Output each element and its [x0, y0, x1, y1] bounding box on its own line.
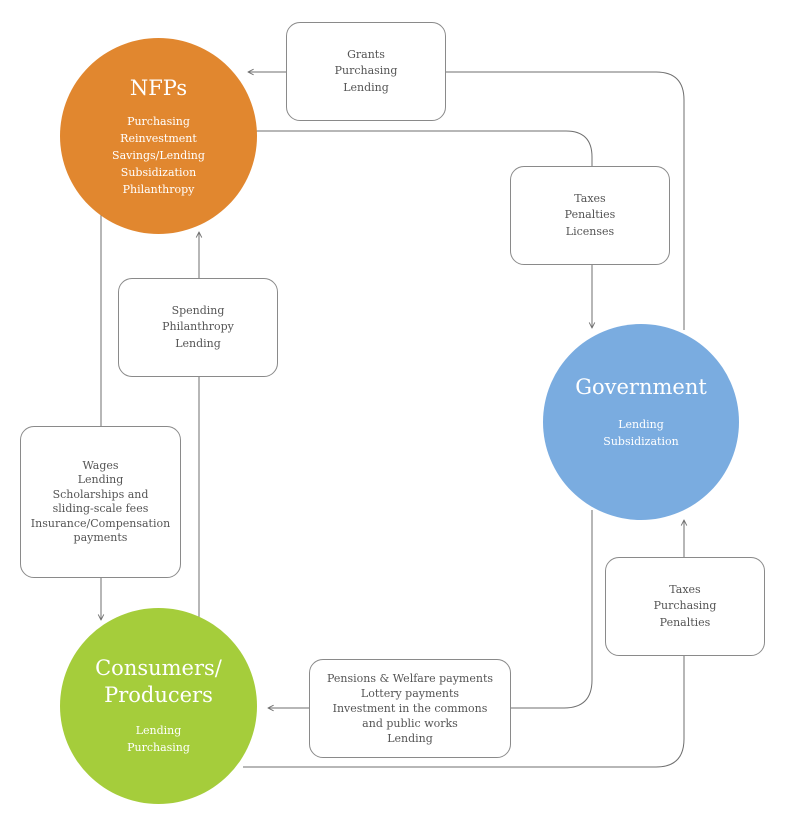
flow-label: Grants: [347, 47, 385, 61]
flow-label: Penalties: [564, 208, 616, 222]
flow-nfp-to-gov-line: [256, 130, 592, 328]
node-item: Savings/Lending: [112, 149, 205, 162]
node-title-line: Consumers/: [95, 656, 222, 680]
node-item: Purchasing: [127, 741, 190, 754]
node-nfps-title: NFPs: [130, 75, 187, 102]
node-item: Purchasing: [127, 115, 190, 128]
flow-label: Spending: [171, 303, 225, 317]
flow-label: Lending: [343, 80, 389, 94]
flow-label: Investment in the commons: [332, 702, 488, 715]
flow-label: sliding-scale fees: [52, 502, 149, 515]
flow-label: Lending: [175, 336, 221, 350]
flow-label: Scholarships and: [52, 487, 149, 501]
node-consumers-items: Lending Purchasing: [127, 722, 190, 756]
flow-box-gov-to-nfp: Grants Purchasing Lending: [286, 22, 446, 121]
flow-label: Purchasing: [334, 64, 398, 78]
node-government-items: Lending Subsidization: [603, 416, 678, 450]
node-item: Reinvestment: [120, 132, 197, 145]
node-government-title: Government: [575, 374, 707, 401]
node-item: Lending: [618, 418, 664, 431]
node-item: Subsidization: [120, 166, 197, 179]
flow-label: and public works: [362, 717, 458, 730]
flow-label: Insurance/Compensation: [30, 516, 171, 530]
node-consumers-title: Consumers/ Producers: [95, 655, 222, 709]
node-consumers-producers: Consumers/ Producers Lending Purchasing: [60, 608, 257, 804]
flow-box-gov-to-consumers: Pensions & Welfare payments Lottery paym…: [309, 659, 511, 758]
flow-box-consumers-to-nfp: Spending Philanthropy Lending: [118, 278, 278, 377]
flow-label: Lending: [387, 732, 433, 745]
node-item: Philanthropy: [122, 183, 195, 196]
node-item: Lending: [135, 724, 182, 737]
flow-gov-to-consumers-line: [268, 510, 593, 708]
node-item: Subsidization: [603, 435, 679, 448]
node-government: Government Lending Subsidization: [543, 324, 739, 520]
node-title-line: Producers: [104, 683, 213, 707]
node-nfps-items: Purchasing Reinvestment Savings/Lending …: [112, 113, 205, 198]
node-title-line: NFPs: [129, 76, 188, 100]
flow-label: Purchasing: [653, 599, 717, 613]
flow-label: Philanthropy: [162, 320, 234, 334]
flow-label: payments: [73, 531, 128, 544]
flow-label: Licenses: [565, 224, 615, 238]
flow-label: Wages: [82, 458, 119, 472]
flow-label: Taxes: [669, 582, 701, 596]
flow-box-consumers-to-gov: Taxes Purchasing Penalties: [605, 557, 765, 656]
flow-label: Penalties: [659, 615, 711, 629]
flow-box-nfp-to-consumers: Wages Lending Scholarships and sliding-s…: [20, 426, 181, 578]
flow-label: Lending: [77, 473, 124, 486]
flow-label: Lottery payments: [360, 687, 460, 700]
flow-consumers-to-gov-line: [243, 520, 684, 768]
flow-box-nfp-to-gov: Taxes Penalties Licenses: [510, 166, 670, 265]
node-title-line: Government: [575, 375, 707, 399]
flow-label: Pensions & Welfare payments: [326, 672, 494, 685]
flow-gov-to-nfp-line: [248, 72, 685, 330]
flow-label: Taxes: [574, 191, 606, 205]
node-nfps: NFPs Purchasing Reinvestment Savings/Len…: [60, 38, 257, 234]
